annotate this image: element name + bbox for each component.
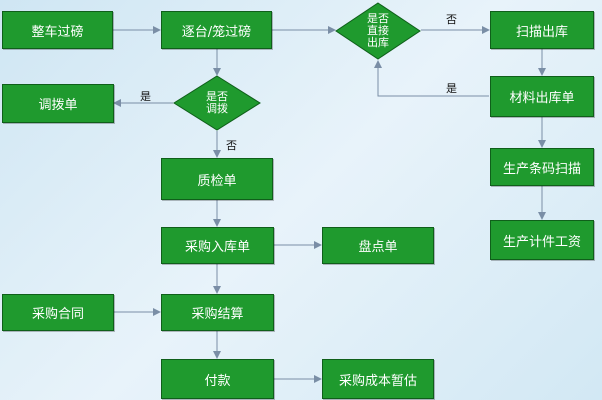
decision-transfer-shape — [173, 75, 261, 131]
node-per-bag-weigh: 逐台/笼过磅 — [161, 11, 272, 49]
node-purchase-contract: 采购合同 — [2, 294, 114, 331]
node-purchase-settle: 采购结算 — [161, 294, 274, 331]
label-direct-no: 否 — [446, 13, 457, 26]
node-inventory-count: 盘点单 — [322, 227, 434, 264]
decision-direct-out: 是否 直接 出库 — [350, 7, 406, 55]
node-piece-wage: 生产计件工资 — [490, 220, 594, 260]
node-quality-order: 质检单 — [161, 158, 273, 200]
label-transfer-no: 否 — [226, 139, 237, 152]
decision-transfer-line2: 调拨 — [206, 102, 228, 115]
node-material-out: 材料出库单 — [490, 76, 594, 117]
decision-direct-out-line1: 是否 — [367, 12, 389, 25]
node-purchase-in: 采购入库单 — [161, 227, 274, 264]
node-scan-out: 扫描出库 — [490, 11, 594, 49]
decision-direct-out-shape — [335, 2, 421, 60]
label-transfer-yes: 是 — [140, 90, 151, 103]
decision-transfer: 是否 调拨 — [190, 89, 244, 117]
node-whole-vehicle-weigh: 整车过磅 — [2, 11, 113, 49]
node-cost-estimate: 采购成本暂估 — [322, 359, 434, 399]
decision-direct-out-line2: 直接 — [367, 24, 389, 37]
node-barcode-scan: 生产条码扫描 — [490, 148, 594, 186]
decision-direct-out-line3: 出库 — [367, 36, 389, 49]
label-direct-yes: 是 — [446, 82, 457, 95]
decision-transfer-line1: 是否 — [206, 90, 228, 103]
node-payment: 付款 — [161, 359, 274, 399]
node-transfer-order: 调拨单 — [2, 84, 114, 123]
edge-direct-yes — [374, 60, 489, 97]
